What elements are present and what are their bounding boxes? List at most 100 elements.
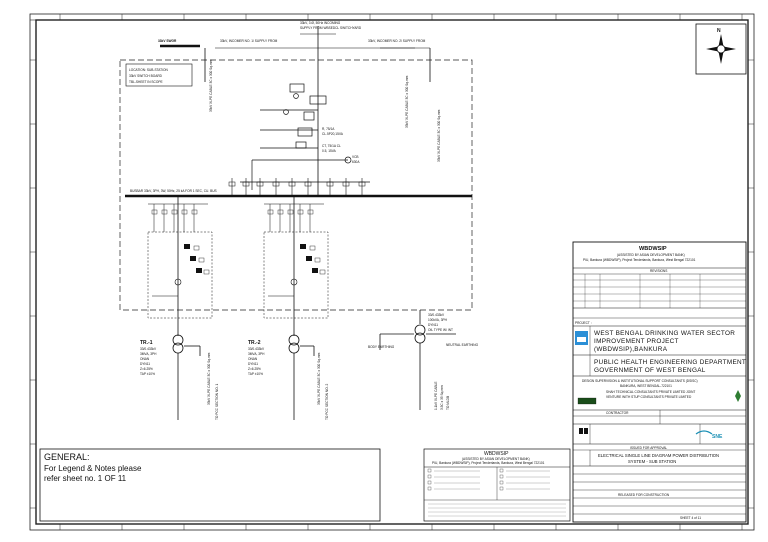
general-heading: GENERAL:	[44, 452, 90, 462]
legend-block: WBDWSIP (ASSISTED BY ASIAN DEVELOPMENT B…	[423, 448, 571, 522]
panel-ct	[174, 278, 182, 286]
svg-text:33kV, INCOMER NO. 1/ SUPPLY FR: 33kV, INCOMER NO. 1/ SUPPLY FROM	[220, 39, 278, 43]
tr1-spec-2: 3MVA, 3PH	[140, 352, 157, 356]
feeder-breaker	[242, 181, 250, 187]
svg-text:3.5C x 35 Sq.mm: 3.5C x 35 Sq.mm	[440, 385, 444, 410]
legend-swatch	[427, 474, 432, 479]
tb-client-sub2: PIU, Bankura (WBDWSIP), Project Tenderla…	[583, 258, 696, 262]
panel-meter	[319, 269, 326, 275]
panel-ct	[290, 278, 298, 286]
svg-text:1.1kV XLPE CABLE: 1.1kV XLPE CABLE	[434, 381, 438, 410]
svg-text:TO PCC SECTION NO. 1: TO PCC SECTION NO. 1	[215, 384, 219, 420]
tr2-spec-3: ONAN	[248, 357, 258, 361]
tb-consultant-4: VENTURE WITH STUP CONSULTANTS PRIVATE LI…	[606, 395, 692, 399]
general-note: GENERAL: For Legend & Notes please refer…	[39, 448, 381, 522]
panel-meter	[309, 245, 316, 251]
svg-text:33kV SWGR: 33kV SWGR	[158, 39, 177, 43]
panel-meter	[198, 257, 205, 263]
panel-stub-device	[267, 209, 274, 215]
body-earthing-label: BODY EARTHING	[368, 345, 395, 349]
svg-text:CT, 75/1A CL: CT, 75/1A CL	[322, 144, 341, 148]
tb-drawing-title2: SYSTEM - SUB STATION	[628, 459, 676, 464]
legend-swatch	[499, 474, 504, 479]
location-line-3: TBL-SHEET IN SCOPE	[129, 80, 163, 84]
panel-frame	[147, 231, 213, 319]
location-line-2: 33kV SWITCH BOARD	[129, 74, 163, 78]
svg-text:CL.5P20,15VA: CL.5P20,15VA	[322, 132, 344, 136]
top-labels: 33kV, 3 Ø, 50Hz INCOMING SUPPLY FROM WBS…	[158, 21, 426, 43]
tr2-spec-1: 33/0.433kV	[248, 347, 265, 351]
tr1-spec-4: DYN11	[140, 362, 150, 366]
svg-text:R, 75/1A: R, 75/1A	[322, 127, 335, 131]
aux-transformer: 33/0.433kV 100kVA, 3PH DYN11 OIL TYPE W/…	[368, 310, 479, 410]
tb-project-line2: IMPROVEMENT PROJECT	[594, 338, 679, 345]
neutral-earthing-label: NEUTRAL EARTHING	[446, 343, 479, 347]
sheet-border	[29, 13, 755, 531]
feeder-breaker	[272, 181, 280, 187]
tr1-spec-5: Z=6.25%	[140, 367, 153, 371]
consultant-logo	[577, 390, 741, 405]
border-grid-ticks	[30, 14, 754, 530]
panel-meter	[314, 257, 321, 263]
legend-swatch	[427, 486, 432, 491]
feeder-breaker	[256, 181, 264, 187]
panel-frame	[263, 231, 329, 319]
tb-consultant-3: SHAH TECHNICAL CONSULTANTS PRIVATE LIMIT…	[606, 390, 695, 394]
legend-swatch	[427, 468, 432, 473]
panel-stub-device	[307, 209, 314, 215]
cable-annotations: 33kV XLPE CABLE 3C x 300 Sq.mm 33kV XLPE…	[207, 59, 450, 420]
legend-client-sub1: (ASSISTED BY ASIAN DEVELOPMENT BANK)	[462, 457, 530, 461]
tb-project-line3: (WBDWSIP),BANKURA	[594, 346, 668, 353]
revision-table	[573, 274, 746, 308]
top-incomer	[160, 26, 431, 196]
general-line-1: For Legend & Notes please	[44, 464, 142, 473]
feeder-breaker	[304, 181, 312, 187]
tb-status: RELEASED FOR CONSTRUCTION	[618, 493, 670, 497]
general-line-2: refer sheet no. 1 OF 11	[44, 474, 127, 483]
tr2-name: TR.-2	[248, 340, 261, 346]
phed-logo	[575, 331, 588, 345]
tb-client-name: WBDWSIP	[639, 246, 667, 252]
title-block	[572, 241, 747, 523]
panel-stub-device	[181, 209, 188, 215]
panel-relay	[306, 256, 312, 261]
svg-text:33kV, INCOMER NO. 2/ SUPPLY FR: 33kV, INCOMER NO. 2/ SUPPLY FROM	[368, 39, 426, 43]
panel-relay	[196, 268, 202, 273]
tb-consultant-1: DESIGN SUPERVISION & INSTITUTIONAL SUPPO…	[582, 379, 698, 383]
aux-spec-1: 33/0.433kV	[428, 313, 445, 317]
feeder-breaker	[326, 181, 334, 187]
tb-dept-line2: GOVERNMENT OF WEST BENGAL	[594, 367, 706, 374]
svg-text:33kV XLPE CABLE 3C x 300 Sq.mm: 33kV XLPE CABLE 3C x 300 Sq.mm	[209, 59, 213, 112]
legend-swatch	[427, 480, 432, 485]
panel-stub-device	[151, 209, 158, 215]
legend-client-name: WBDWSIP	[484, 451, 509, 457]
legend-swatch	[499, 480, 504, 485]
tb-contractor-label: CONTRACTOR	[606, 411, 629, 415]
tr2-spec-6: TAP ±10%	[248, 372, 263, 376]
panel-meter	[203, 269, 210, 275]
svg-text:SUPPLY FROM WBSEDCL SWITCHYARD: SUPPLY FROM WBSEDCL SWITCHYARD	[300, 26, 362, 30]
legend-swatch	[499, 468, 504, 473]
tb-consultant-2: BANKURA, WEST BENGAL-722101	[620, 384, 672, 388]
svg-text:630A: 630A	[352, 160, 360, 164]
tb-client-sub1: (ASSISTED BY ASIAN DEVELOPMENT BANK)	[617, 253, 685, 257]
tb-sheet: SHEET 4 of 11	[680, 516, 701, 520]
top-feeder-labels	[228, 178, 366, 196]
svg-text:33kV XLPE CABLE 3C x 300 Sq.mm: 33kV XLPE CABLE 3C x 300 Sq.mm	[437, 109, 441, 162]
tb-drawing-title1: ELECTRICAL SINGLE LINE DIAGRAM POWER DIS…	[598, 453, 719, 458]
panel-relay	[184, 244, 190, 249]
north-label: N	[717, 28, 721, 34]
tb-issued-for: ISSUED FOR APPROVAL	[630, 446, 667, 450]
panel-stub-device	[171, 209, 178, 215]
tb-revision-header: REVISIONS	[650, 269, 667, 273]
tb-project-line1: WEST BENGAL DRINKING WATER SECTOR	[594, 330, 735, 337]
legend-rows	[427, 468, 566, 517]
panel-relay	[300, 244, 306, 249]
svg-text:33kV, 3 Ø, 50Hz INCOMING: 33kV, 3 Ø, 50Hz INCOMING	[300, 21, 341, 25]
svg-text:0.5, 15VA: 0.5, 15VA	[322, 149, 337, 153]
busbar-label: BUSBAR 33kV, 3PH, 3W, 50Hz, 25 kA FOR 1 …	[130, 189, 217, 193]
feeder-breaker	[288, 181, 296, 187]
panel-stub-device	[287, 209, 294, 215]
tr2-spec-5: Z=6.25%	[248, 367, 261, 371]
aux-spec-2: 100kVA, 3PH	[428, 318, 448, 322]
